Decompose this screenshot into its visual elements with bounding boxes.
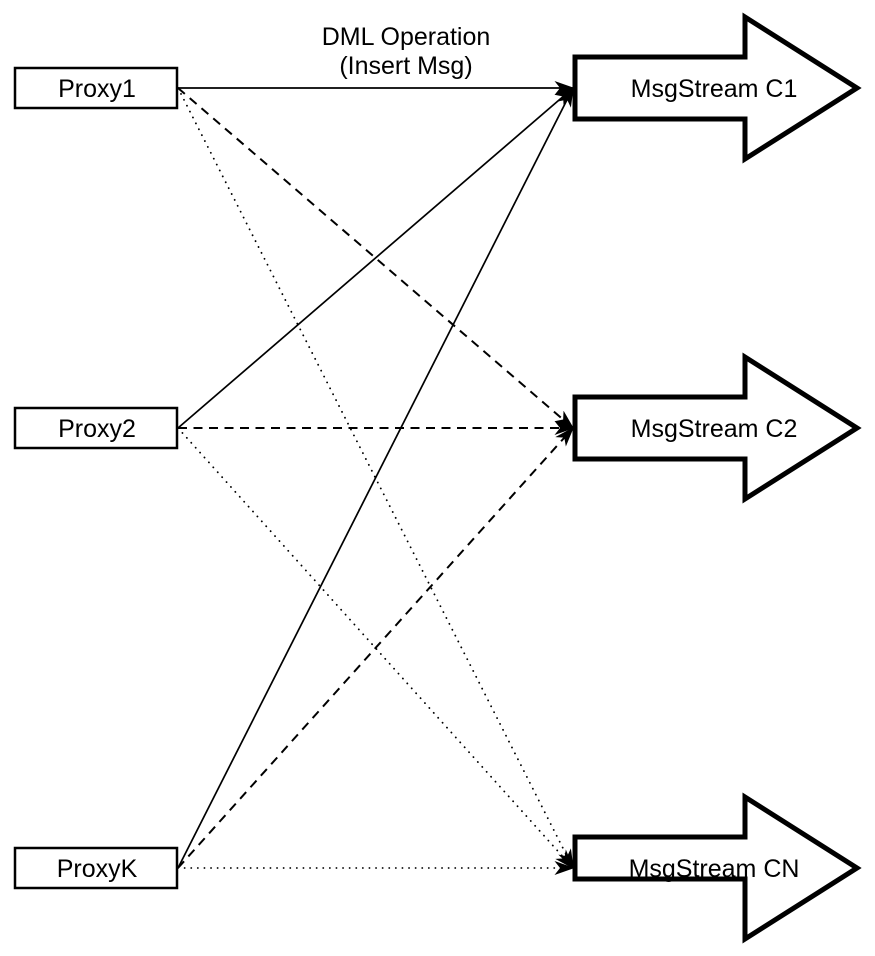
proxy1-label: Proxy1 <box>58 75 136 103</box>
proxyk-node: ProxyK <box>13 846 179 890</box>
msgstream-cn-node: MsgStream CN <box>572 792 862 944</box>
msgstream-c2-label: MsgStream C2 <box>631 415 798 443</box>
msgstream-c2-arrow-shape <box>572 352 862 504</box>
edge-proxy1-cn <box>177 87 574 870</box>
dml-operation-label-line1: DML Operation <box>322 23 491 51</box>
proxy1-node: Proxy1 <box>13 66 179 110</box>
edge-lines <box>177 81 575 875</box>
dml-operation-label-line2: (Insert Msg) <box>339 52 472 80</box>
proxy2-node: Proxy2 <box>13 406 179 450</box>
edge-proxyk-c2 <box>177 426 575 869</box>
proxyk-box <box>13 846 179 890</box>
edge-proxy1-c2 <box>177 87 575 429</box>
msgstream-c2-node: MsgStream C2 <box>572 352 862 504</box>
proxyk-label: ProxyK <box>57 855 138 883</box>
msgstream-c1-node: MsgStream C1 <box>572 12 862 164</box>
proxy2-label: Proxy2 <box>58 415 136 443</box>
msgstream-c1-label: MsgStream C1 <box>631 75 798 103</box>
edge-proxy2-cn <box>177 427 575 870</box>
msgstream-cn-label: MsgStream CN <box>629 855 800 883</box>
proxy2-box <box>13 406 179 450</box>
edge-proxyk-c1 <box>177 86 574 869</box>
msgstream-cn-arrow-shape <box>572 792 862 944</box>
proxy1-box <box>13 66 179 110</box>
edge-proxy2-c1 <box>177 87 575 429</box>
msgstream-c1-arrow-shape <box>572 12 862 164</box>
dml-operation-label: DML Operation (Insert Msg) <box>322 23 491 80</box>
